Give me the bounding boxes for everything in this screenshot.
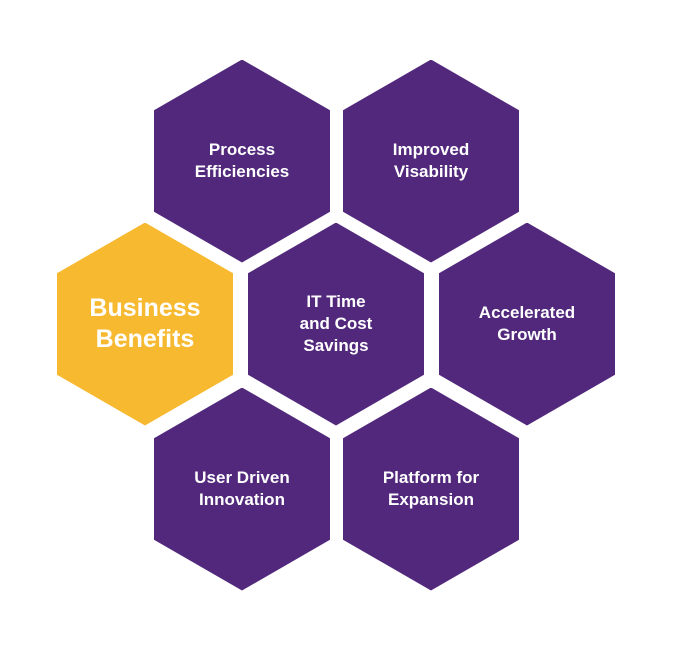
hex-label-business-benefits: Business Benefits [89, 294, 201, 353]
hex-platform-for-expansion: Platform for Expansion [343, 387, 519, 591]
hex-label-improved-visability: Improved Visability [392, 140, 470, 181]
hex-label-platform-for-expansion: Platform for Expansion [382, 468, 480, 509]
hex-user-driven-innovation: User Driven Innovation [154, 387, 330, 591]
hex-accelerated-growth: Accelerated Growth [439, 222, 615, 426]
hex-label-it-time-and-cost-savings: IT Time and Cost Savings [299, 292, 373, 355]
hex-business-benefits: Business Benefits [57, 222, 233, 426]
hex-label-user-driven-innovation: User Driven Innovation [194, 468, 290, 509]
hex-improved-visability: Improved Visability [343, 59, 519, 263]
hex-it-time-and-cost-savings: IT Time and Cost Savings [248, 222, 424, 426]
hex-process-efficiencies: Process Efficiencies [154, 59, 330, 263]
hex-label-process-efficiencies: Process Efficiencies [194, 140, 290, 181]
hex-label-accelerated-growth: Accelerated Growth [478, 303, 576, 344]
